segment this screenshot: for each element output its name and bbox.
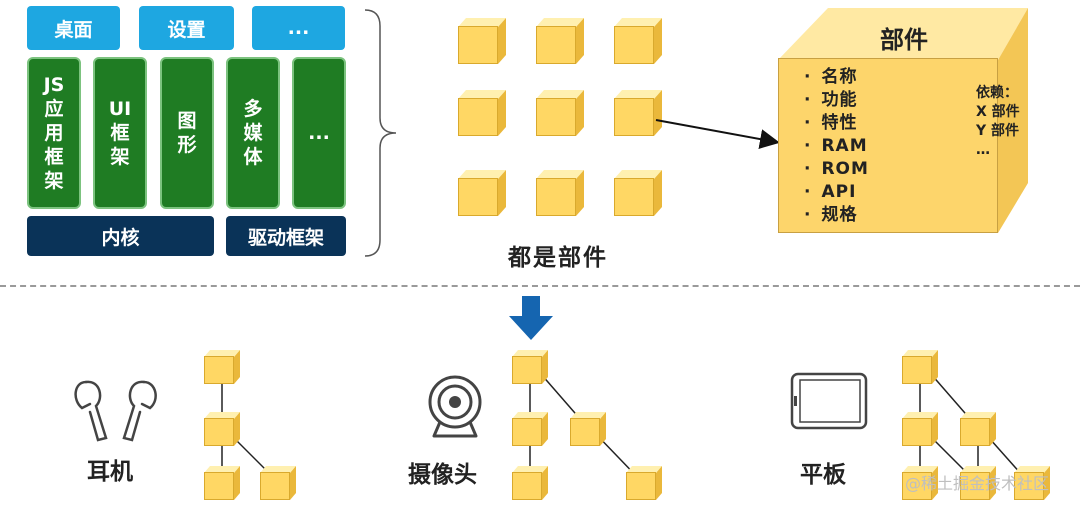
tree-node (960, 412, 996, 446)
tree-node (960, 466, 996, 500)
tree-node (902, 350, 938, 384)
property-item: 功能 (804, 89, 869, 112)
dependency-item: X 部件 (976, 104, 1020, 120)
device-label-earbuds: 耳机 (87, 459, 133, 485)
component-dependencies: 依赖： X 部件 Y 部件 … (976, 84, 1020, 160)
tile-settings: 设置 (139, 6, 234, 50)
components-caption: 都是部件 (508, 245, 608, 271)
component-title: 部件 (880, 26, 928, 54)
column-more: ... (292, 57, 346, 209)
tree-node (626, 466, 662, 500)
component-cube (614, 90, 662, 136)
column-graphics: 图 形 (160, 57, 214, 209)
dependency-item: Y 部件 (976, 123, 1020, 139)
component-cube (458, 18, 506, 64)
tree-node (902, 466, 938, 500)
section-divider (0, 285, 1080, 287)
property-item: 规格 (804, 204, 869, 227)
tree-node (512, 412, 548, 446)
webcam-icon (428, 375, 482, 438)
component-cube (536, 170, 584, 216)
tree-node (512, 466, 548, 500)
earbuds-icon (74, 380, 157, 442)
driver-framework-bar: 驱动框架 (226, 216, 346, 256)
down-arrow-icon (509, 296, 553, 340)
component-cube (614, 170, 662, 216)
property-item: RAM (804, 135, 869, 158)
property-item: 特性 (804, 112, 869, 135)
kernel-bar: 内核 (27, 216, 214, 256)
property-item: API (804, 181, 869, 204)
device-label-webcam: 摄像头 (408, 462, 477, 488)
dependency-item: … (976, 142, 990, 158)
tree-node (512, 350, 548, 384)
component-cube (536, 90, 584, 136)
tree-node (204, 412, 240, 446)
zoom-arrow (655, 119, 780, 149)
tree-node (204, 350, 240, 384)
tree-node (204, 466, 240, 500)
component-cube (614, 18, 662, 64)
component-cube (458, 170, 506, 216)
property-item: 名称 (804, 66, 869, 89)
tile-desktop: 桌面 (27, 6, 120, 50)
dependency-label: 依赖： (976, 85, 1018, 101)
column-ui-framework: UI 框 架 (93, 57, 147, 209)
tree-node (260, 466, 296, 500)
device-label-tablet: 平板 (800, 462, 846, 488)
curly-brace (364, 9, 397, 257)
property-item: ROM (804, 158, 869, 181)
tablet-icon (790, 372, 868, 430)
component-cube (458, 90, 506, 136)
tree-node (1014, 466, 1050, 500)
watermark: @稀土掘金技术社区 (905, 474, 1050, 493)
column-multimedia: 多 媒 体 (226, 57, 280, 209)
component-cube (536, 18, 584, 64)
tree-node (570, 412, 606, 446)
column-js-framework: JS 应 用 框 架 (27, 57, 81, 209)
component-properties: 名称 功能 特性 RAM ROM API 规格 (804, 66, 869, 227)
tree-node (902, 412, 938, 446)
tile-more: ... (252, 6, 345, 50)
